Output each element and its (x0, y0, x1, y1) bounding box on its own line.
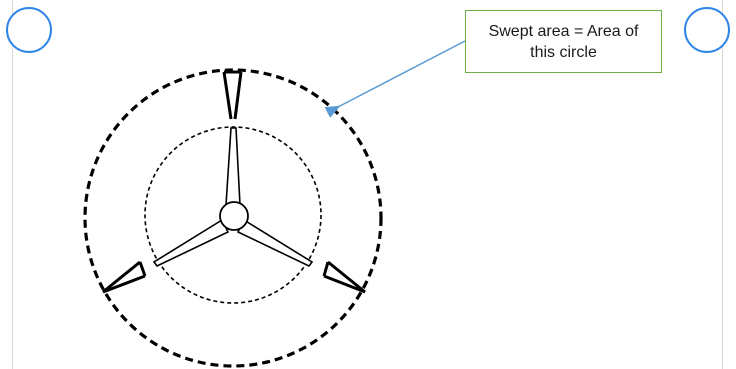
callout-text: Swept area = Area of this circle (488, 22, 639, 61)
blade-top (225, 127, 241, 206)
hub (219, 201, 249, 231)
circle-handle-icon[interactable] (684, 7, 730, 53)
rotor-circle (144, 126, 322, 304)
swept-area-circle (83, 68, 383, 368)
blade-left (152, 218, 230, 268)
blade-tip-right (322, 260, 366, 294)
circle-handle-icon[interactable] (6, 7, 52, 53)
callout-box: Swept area = Area of this circle (465, 10, 662, 73)
blade-right (236, 218, 314, 268)
callout-arrow (324, 40, 466, 118)
blade-tip-left (102, 260, 147, 294)
blade-tip-top (222, 70, 243, 120)
slide-frame (12, 0, 723, 369)
